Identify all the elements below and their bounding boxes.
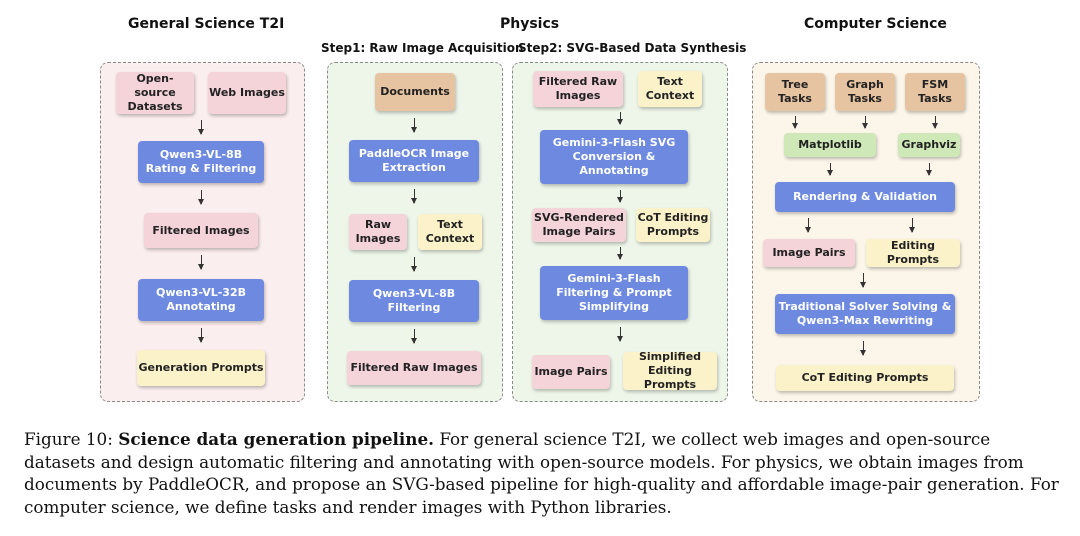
gs-header: General Science T2I (128, 16, 285, 32)
rendering-validation-box: Rendering & Validation (775, 182, 955, 212)
cs-panel (752, 62, 980, 402)
step2-arrow-1 (617, 112, 623, 125)
fsm-tasks-box: FSM Tasks (905, 73, 965, 111)
paddleocr-box: PaddleOCR Image Extraction (349, 140, 479, 182)
simplified-prompts-box: Simplified Editing Prompts (623, 350, 717, 391)
gemini-filtering-box: Gemini-3-Flash Filtering & Prompt Simpli… (540, 266, 688, 320)
cs-arrow-tree (792, 116, 798, 129)
step1-arrow-1 (411, 118, 417, 133)
cs-arrow-fsm (932, 116, 938, 129)
cs-header: Computer Science (804, 16, 947, 32)
documents-box: Documents (375, 73, 455, 111)
open-source-datasets-box: Open-source Datasets (116, 72, 194, 114)
gs-arrow-3 (198, 255, 204, 270)
step2-filtered-raw-box: Filtered Raw Images (533, 71, 623, 107)
step2-image-pairs-box: Image Pairs (532, 355, 610, 389)
step1-arrow-3 (411, 257, 417, 272)
gs-arrow-4 (198, 328, 204, 343)
graph-tasks-box: Graph Tasks (835, 73, 895, 111)
physics-header: Physics (500, 16, 560, 32)
raw-images-box: Raw Images (349, 214, 407, 250)
gs-arrow-1 (198, 120, 204, 135)
cs-arrow-graphviz (926, 163, 932, 176)
step1-qwen3-vl-8b-box: Qwen3-VL-8B Filtering (349, 280, 479, 322)
filtered-raw-images-box: Filtered Raw Images (347, 351, 481, 385)
caption-number: 10: (85, 429, 113, 449)
step1-header: Step1: Raw Image Acquisition (321, 41, 524, 55)
step2-arrow-4 (617, 327, 623, 342)
caption-label: Figure (24, 429, 81, 449)
step1-text-context-box: Text Context (418, 214, 482, 250)
tree-tasks-box: Tree Tasks (765, 73, 825, 111)
cs-image-pairs-box: Image Pairs (763, 239, 855, 267)
step2-text-context-box: Text Context (638, 71, 702, 107)
filtered-images-box: Filtered Images (144, 213, 258, 248)
gs-arrow-2 (198, 190, 204, 205)
svg-rendered-pairs-box: SVG-Rendered Image Pairs (532, 208, 626, 242)
cs-arrow-render-pairs (805, 218, 811, 233)
step2-cot-prompts-box: CoT Editing Prompts (636, 208, 710, 242)
generation-prompts-box: Generation Prompts (137, 350, 265, 386)
step1-arrow-2 (411, 189, 417, 204)
caption-title: Science data generation pipeline. (118, 429, 434, 449)
step2-arrow-2 (617, 190, 623, 203)
cs-arrow-solver (860, 273, 866, 288)
gemini-svg-conversion-box: Gemini-3-Flash SVG Conversion & Annotati… (540, 130, 688, 184)
cs-arrow-graph (862, 116, 868, 129)
step1-arrow-4 (411, 329, 417, 344)
qwen3-vl-8b-rating-box: Qwen3-VL-8B Rating & Filtering (138, 141, 264, 183)
cs-cot-prompts-box: CoT Editing Prompts (776, 365, 954, 391)
caption-body: For general science T2I, we collect web … (24, 429, 1059, 517)
solver-rewriting-box: Traditional Solver Solving & Qwen3-Max R… (775, 294, 955, 334)
cs-arrow-matplotlib (827, 163, 833, 176)
step2-header: Step2: SVG-Based Data Synthesis (518, 41, 747, 55)
qwen3-vl-32b-box: Qwen3-VL-32B Annotating (138, 279, 264, 321)
graphviz-box: Graphviz (898, 133, 960, 157)
figure-caption: Figure 10: Science data generation pipel… (24, 428, 1064, 518)
cs-editing-prompts-box: Editing Prompts (866, 239, 960, 267)
step2-arrow-3 (617, 247, 623, 260)
cs-arrow-final (860, 341, 866, 356)
matplotlib-box: Matplotlib (784, 133, 876, 157)
cs-arrow-render-prompts (909, 218, 915, 233)
web-images-box: Web Images (208, 72, 286, 114)
